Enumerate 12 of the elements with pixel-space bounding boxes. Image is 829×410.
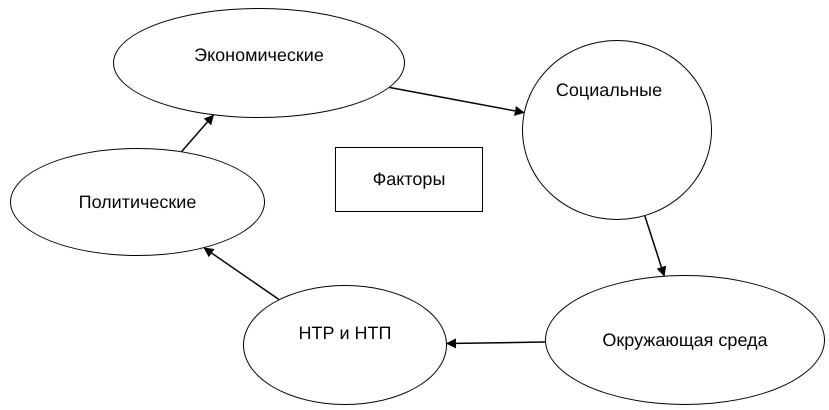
title-box <box>335 147 483 212</box>
arrow <box>181 114 214 152</box>
node-label: Политические <box>78 190 196 214</box>
node-label: Факторы <box>372 168 446 192</box>
arrow <box>644 216 666 277</box>
arrow <box>446 338 546 348</box>
arrow <box>203 247 280 300</box>
node-label: Окружающая среда <box>602 328 768 352</box>
node-label: Социальные <box>556 78 662 102</box>
node-label: Экономические <box>194 44 324 67</box>
arrow <box>390 86 525 116</box>
node-label: НТР и НТП <box>298 322 392 345</box>
